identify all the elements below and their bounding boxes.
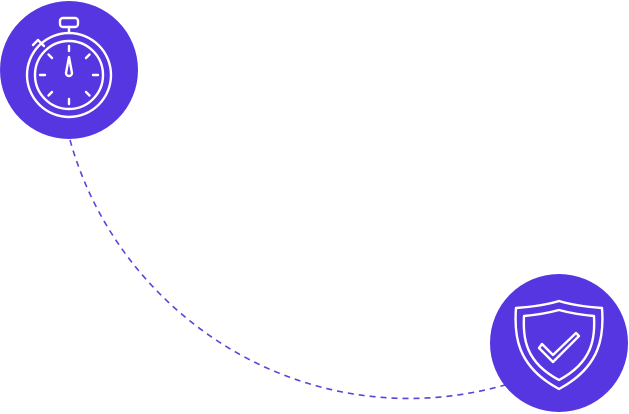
shield-badge: [490, 274, 628, 412]
stopwatch-icon: [25, 16, 113, 119]
shield-check-icon: [514, 299, 604, 391]
stopwatch-badge: [0, 1, 138, 139]
connector-path: [69, 139, 506, 400]
